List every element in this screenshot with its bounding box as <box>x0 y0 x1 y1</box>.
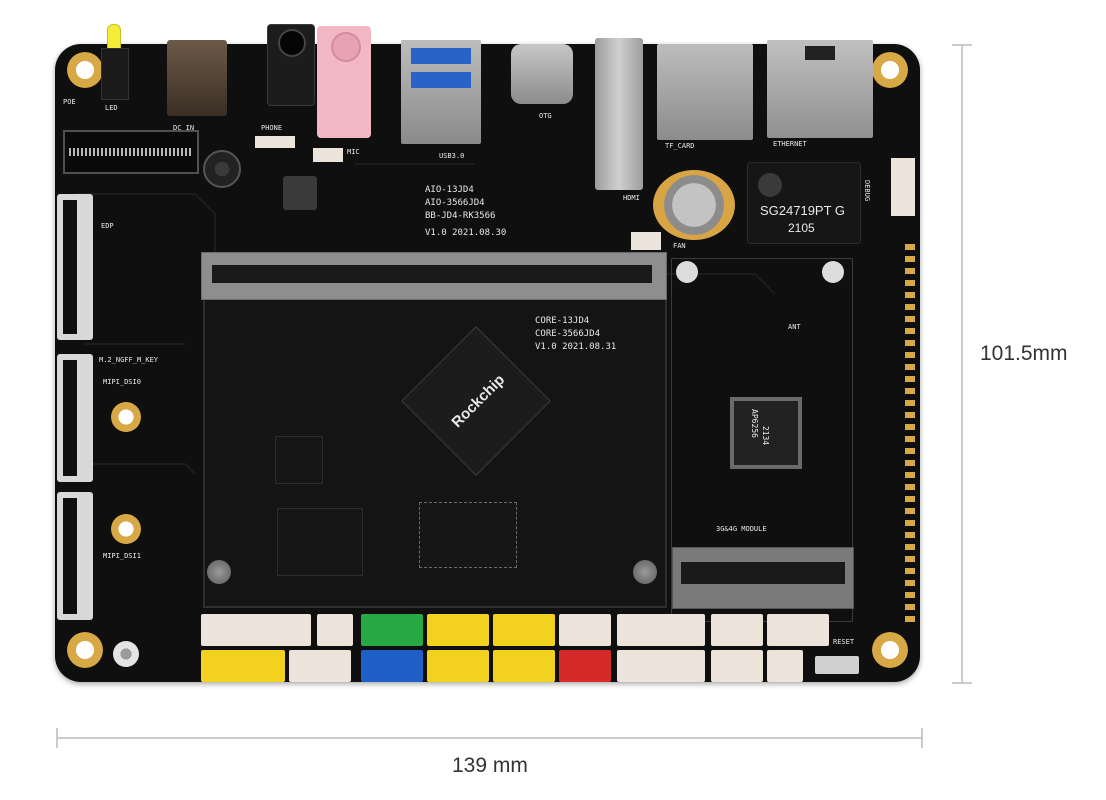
white-connector-mic <box>313 148 343 162</box>
ram-chip <box>419 502 517 568</box>
mounting-hole-bottom-right <box>872 632 908 668</box>
wifi-module-label-1: AP6256 <box>749 409 759 438</box>
header-white-1 <box>201 614 311 646</box>
led-connector <box>101 48 129 100</box>
debug-connector <box>891 158 915 216</box>
module-standoff-right <box>822 261 844 283</box>
ethernet-chip-label-2: 2105 <box>788 221 815 235</box>
header-white-4 <box>559 614 611 646</box>
white-connector-phone <box>255 136 295 148</box>
header-white-10 <box>767 650 803 682</box>
board-model-2: AIO-3566JD4 <box>425 198 485 208</box>
fan-connector <box>631 232 661 250</box>
header-yellow-2 <box>427 614 489 646</box>
ethernet-port <box>767 40 873 138</box>
mipi-dsi1-connector <box>57 492 93 620</box>
label-phone: PHONE <box>261 124 283 132</box>
label-poe: POE <box>63 98 76 106</box>
reset-button[interactable] <box>815 656 859 674</box>
label-reset: RESET <box>833 638 855 646</box>
label-m2-slot: M.2_NGFF_M_KEY <box>99 356 159 364</box>
label-led: LED <box>105 104 118 112</box>
label-otg: OTG <box>539 112 552 120</box>
mounting-hole-top-left <box>67 52 103 88</box>
core-screw-left <box>207 560 231 584</box>
hdmi-port <box>595 38 643 190</box>
label-mipi-dsi1: MIPI_DSI1 <box>103 552 141 560</box>
label-fan: FAN <box>673 242 686 250</box>
soc-chip: Rockchip <box>401 326 551 476</box>
core-model-3: V1.0 2021.08.31 <box>535 342 617 352</box>
core-model-1: CORE-13JD4 <box>535 316 590 326</box>
mipi-dsi0-connector <box>57 354 93 482</box>
header-yellow-5 <box>493 650 555 682</box>
module-4g-area: ANT AP6256 2134 3G&4G MODULE <box>671 258 854 622</box>
ethernet-chip-label-1: SG24719PT G <box>760 203 846 218</box>
height-dimension-label: 101.5mm <box>980 342 1068 365</box>
pmic-chip <box>275 436 323 484</box>
soc-brand-label: Rockchip <box>448 371 509 432</box>
circuit-board: POE LED DC_IN PHONE USB3.0 OTG HDMI TF_C… <box>55 24 920 682</box>
m2-slot-top <box>63 130 199 174</box>
label-mic: MIC <box>347 148 360 156</box>
board-model-3: BB-JD4-RK3566 <box>425 211 496 221</box>
header-yellow-3 <box>427 650 489 682</box>
header-white-6 <box>617 650 705 682</box>
core-screw-right <box>633 560 657 584</box>
emmc-chip <box>277 508 363 576</box>
coin-cell-battery <box>653 170 735 240</box>
header-white-5 <box>617 614 705 646</box>
mounting-hole-white <box>113 641 139 667</box>
mic-jack <box>317 26 371 138</box>
width-dimension-label: 139 mm <box>452 754 528 777</box>
board-model-4: V1.0 2021.08.30 <box>425 228 507 238</box>
label-tf-card: TF_CARD <box>665 142 695 150</box>
header-yellow-1 <box>201 650 285 682</box>
header-white-8 <box>711 650 763 682</box>
label-debug: DEBUG <box>863 180 871 202</box>
label-ant: ANT <box>788 323 801 331</box>
header-white-2 <box>289 650 351 682</box>
edp-connector <box>57 194 93 340</box>
header-white-7 <box>711 614 763 646</box>
core-module: CORE-13JD4 CORE-3566JD4 V1.0 2021.08.31 … <box>201 252 667 608</box>
label-usb3: USB3.0 <box>439 152 465 160</box>
right-gpio-pins <box>905 244 915 624</box>
led-indicator <box>107 24 121 50</box>
usb3-port <box>401 40 481 144</box>
header-white-3 <box>317 614 353 646</box>
sodimm-connector-top <box>201 252 667 300</box>
core-model-2: CORE-3566JD4 <box>535 329 601 339</box>
label-ethernet: ETHERNET <box>773 140 807 148</box>
mounting-hole-bottom-left <box>67 632 103 668</box>
capacitor <box>203 150 241 188</box>
mounting-hole-top-right <box>872 52 908 88</box>
label-mipi-dsi0: MIPI_DSI0 <box>103 378 141 386</box>
wifi-module: AP6256 2134 <box>730 397 802 469</box>
header-green <box>361 614 423 646</box>
board-model-labels: AIO-13JD4 AIO-3566JD4 BB-JD4-RK3566 V1.0… <box>425 184 506 240</box>
label-edp: EDP <box>101 222 114 230</box>
header-yellow-4 <box>493 614 555 646</box>
label-module-4g: 3G&4G MODULE <box>716 525 767 533</box>
tf-card-slot <box>657 44 753 140</box>
label-dc-in: DC_IN <box>173 124 195 132</box>
dc-in-jack <box>167 40 227 116</box>
header-red <box>559 650 611 682</box>
board-model-1: AIO-13JD4 <box>425 185 474 195</box>
mounting-hole-mipi0 <box>111 402 141 432</box>
phone-jack <box>267 24 315 106</box>
inductor <box>283 176 317 210</box>
label-hdmi: HDMI <box>623 194 640 202</box>
module-standoff-left <box>676 261 698 283</box>
mounting-hole-mipi1 <box>111 514 141 544</box>
header-white-9 <box>767 614 829 646</box>
wifi-module-label-2: 2134 <box>761 425 771 446</box>
ethernet-chip-logo-icon <box>758 173 782 197</box>
ethernet-transformer: SG24719PT G 2105 <box>747 162 861 244</box>
otg-port <box>511 44 573 104</box>
header-blue <box>361 650 423 682</box>
mini-pcie-slot <box>672 547 854 609</box>
